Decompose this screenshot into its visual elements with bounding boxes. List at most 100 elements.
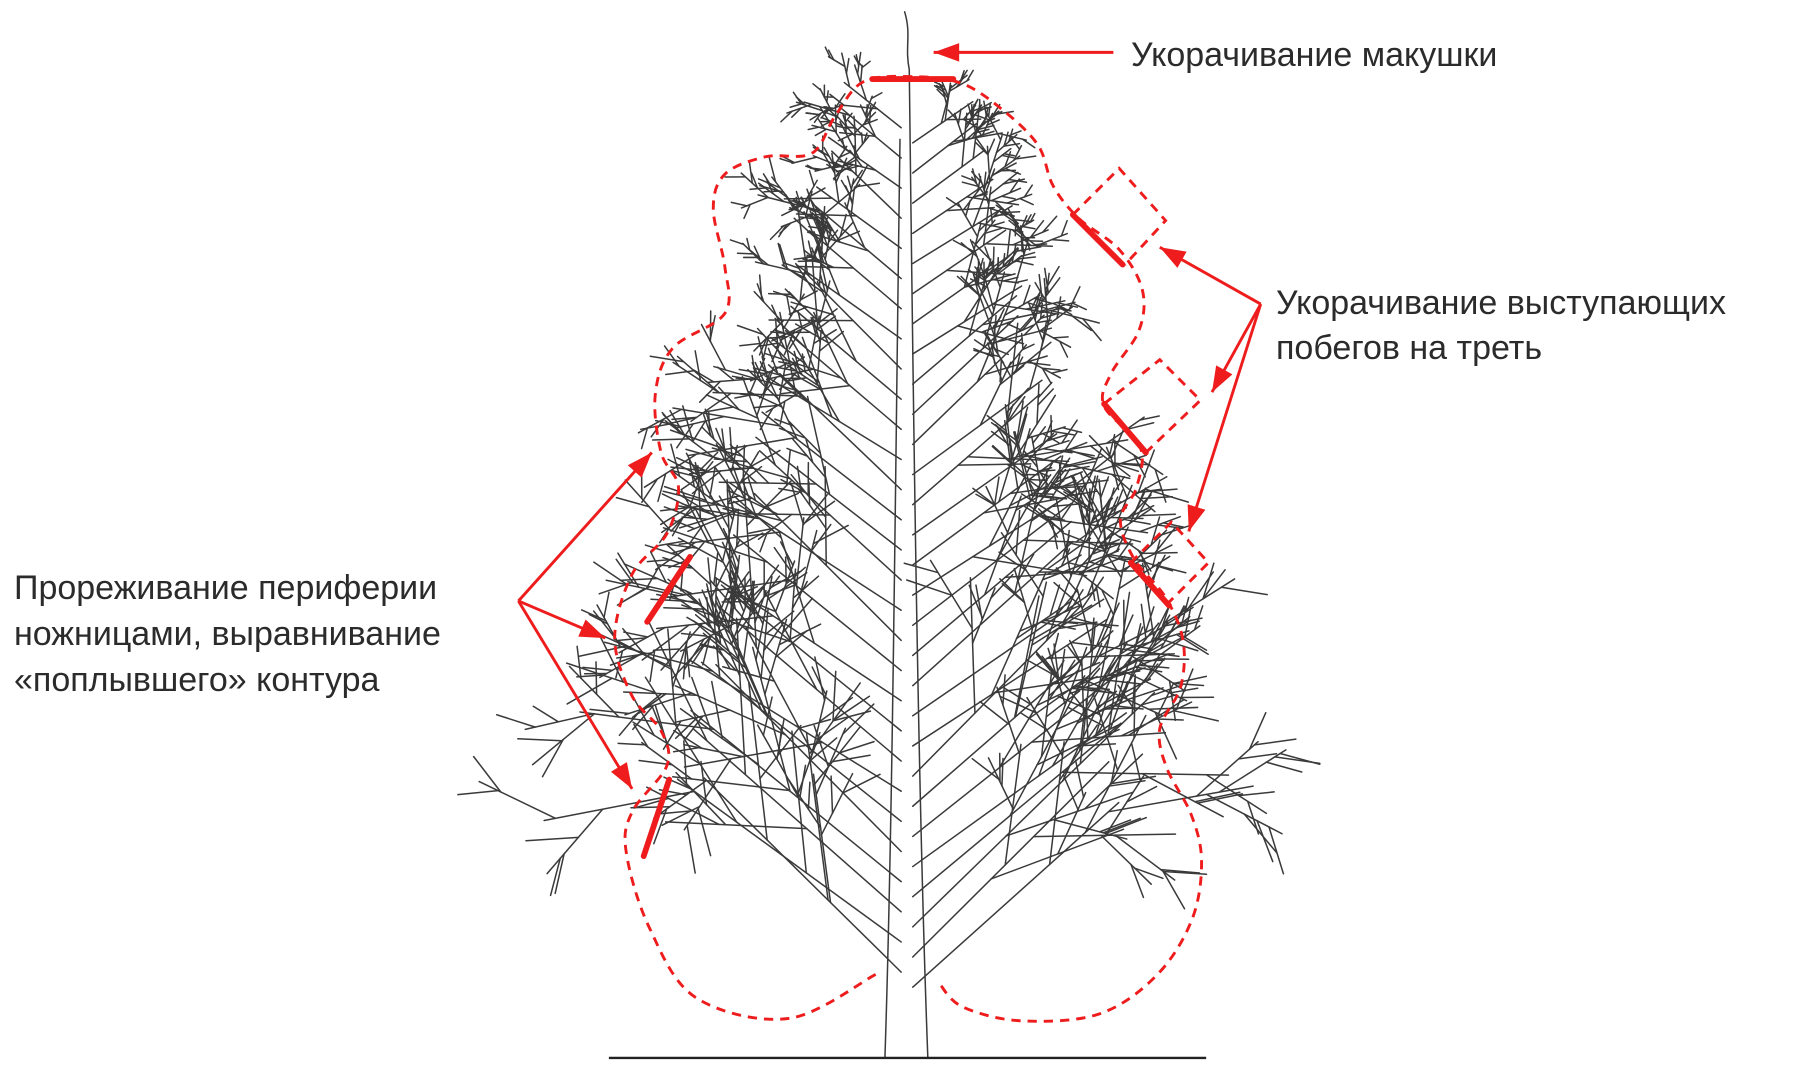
label-top-shortening: Укорачивание макушки: [1131, 36, 1498, 74]
tree-branch: [1132, 623, 1142, 655]
tree-branch: [1037, 508, 1064, 534]
tree-branch: [810, 200, 824, 219]
tree-branch: [869, 101, 877, 113]
tree-branch: [700, 644, 725, 651]
tree-branch: [853, 115, 856, 129]
tree-drawing: [457, 11, 1321, 1059]
tree-branch: [1059, 465, 1090, 473]
tree-branch: [793, 256, 814, 261]
tree-branch: [994, 213, 1011, 217]
tree-branch: [992, 444, 1025, 475]
tree-branch: [1050, 368, 1068, 374]
tree-branch: [739, 342, 763, 347]
arrow-line: [517, 600, 634, 790]
tree-branch: [588, 613, 609, 625]
tree-branch: [687, 437, 796, 457]
tree-branch: [751, 354, 757, 381]
tree-branch: [624, 692, 693, 716]
tree-branch: [1056, 621, 1098, 630]
tree-branch: [774, 418, 795, 427]
tree-branch: [1116, 526, 1129, 552]
tree-branch: [812, 725, 862, 787]
tree-branch: [1021, 343, 1035, 351]
tree-branch: [759, 531, 768, 553]
tree-branch: [1028, 303, 1044, 343]
tree-branch: [1039, 515, 1061, 520]
tree-branch: [1053, 643, 1060, 678]
tree-branch: [1070, 687, 1114, 694]
tree-branch: [786, 364, 822, 389]
tree-branch: [657, 564, 694, 569]
tree-branch: [700, 760, 708, 806]
tree-branch: [791, 730, 808, 874]
tree-branch: [820, 772, 854, 836]
tree-branch: [1103, 775, 1145, 838]
tree-branch: [835, 230, 861, 242]
tree-branch: [1071, 475, 1088, 537]
tree-branch: [764, 610, 795, 636]
tree-branch: [1002, 252, 1006, 267]
tree-branch: [705, 394, 759, 419]
tree-branch: [1057, 695, 1101, 716]
tree-branch: [806, 164, 818, 172]
tree-branch: [1040, 320, 1048, 352]
tree-branch: [645, 786, 720, 826]
tree-branch: [740, 196, 769, 209]
tree-branch: [985, 242, 1054, 248]
tree-branch: [619, 577, 659, 582]
tree-branch: [1016, 413, 1028, 449]
tree-branch: [1109, 553, 1133, 559]
tree-branch: [630, 692, 655, 736]
tree-branch: [1100, 602, 1120, 643]
tree-branch: [941, 85, 948, 105]
tree-branch: [973, 349, 1001, 358]
tree-branch: [1156, 637, 1199, 652]
tree-branch: [706, 618, 721, 645]
tree-branch: [733, 495, 782, 539]
tree-branch: [736, 252, 755, 255]
tree-branch: [750, 172, 759, 189]
tree-branch: [972, 168, 996, 228]
tree-branch: [779, 372, 902, 491]
tree-branch: [659, 579, 791, 600]
tree-branch: [802, 500, 836, 525]
tree-branch: [1038, 273, 1044, 302]
tree-branch: [814, 656, 826, 702]
tree-branch: [624, 479, 671, 531]
tree-branch: [748, 449, 781, 468]
tree-branch: [698, 380, 721, 403]
tree-branch: [1099, 476, 1110, 499]
arrow-head: [627, 452, 652, 478]
tree-branch: [829, 93, 846, 107]
tree-branch: [730, 577, 752, 607]
tree-branch: [912, 618, 1108, 747]
tree-branch: [632, 704, 655, 731]
tree-branch: [592, 610, 618, 642]
tree-branch: [1036, 723, 1122, 766]
tree-branch: [1193, 605, 1204, 631]
tree-branch: [831, 754, 871, 763]
tree-branch: [1153, 718, 1184, 721]
tree-branch: [793, 350, 800, 368]
tree-branch: [912, 722, 1122, 898]
tree-branch: [1019, 712, 1048, 730]
tree-branch: [692, 475, 731, 545]
tree-branch: [692, 420, 707, 442]
tree-branch: [741, 583, 764, 625]
tree-branch: [749, 187, 766, 191]
tree-branch: [760, 607, 769, 681]
tree-branch: [783, 197, 833, 200]
tree-branch: [1015, 509, 1021, 556]
tree-branch: [811, 666, 827, 696]
tree-branch: [814, 128, 828, 137]
tree-branch: [773, 546, 796, 578]
tree-branch: [1117, 684, 1136, 711]
tree-branch: [579, 711, 715, 731]
tree-branch: [1134, 666, 1163, 673]
tree-branch: [653, 779, 707, 819]
tree-branch: [762, 370, 771, 395]
tree-branch: [1133, 674, 1136, 739]
tree-branch: [801, 353, 806, 373]
tree-branch: [839, 131, 876, 137]
tree-branch: [1048, 741, 1065, 866]
